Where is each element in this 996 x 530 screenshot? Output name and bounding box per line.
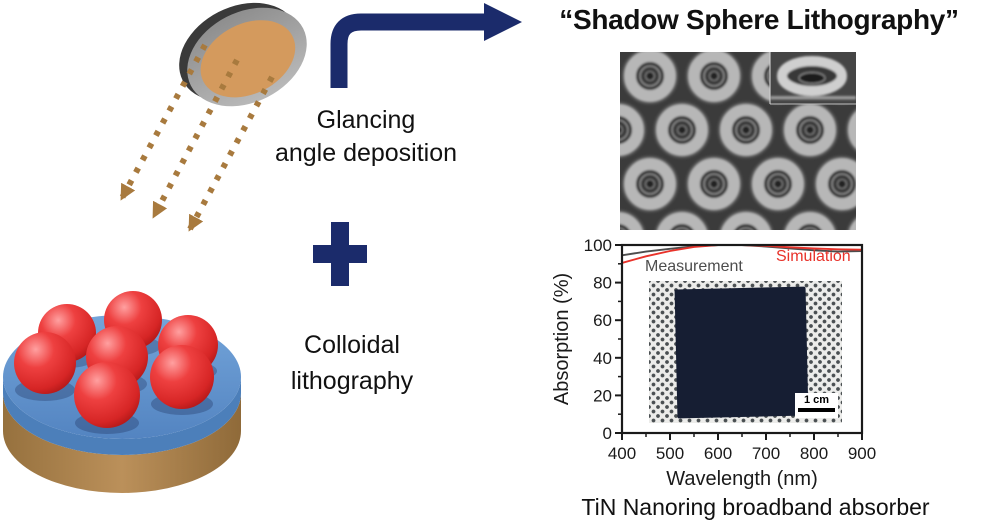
svg-text:60: 60 <box>593 311 612 330</box>
svg-text:600: 600 <box>704 444 732 463</box>
glancing-angle-deposition-illustration <box>119 2 307 232</box>
scale-bar: 1 cm <box>795 393 838 418</box>
plus-icon <box>313 222 367 286</box>
sample-photo-inset: 1 cm <box>649 281 842 423</box>
colloidal-lithography-illustration <box>3 291 241 493</box>
svg-text:Wavelength (nm): Wavelength (nm) <box>666 468 818 490</box>
svg-text:20: 20 <box>593 386 612 405</box>
deposition-source-disk <box>179 2 307 107</box>
sem-inset-tilted-ring <box>769 52 856 105</box>
absorption-chart-svg: 400 500 600 700 800 900 0 20 40 60 80 100Wavelength… <box>551 236 876 490</box>
legend-simulation: Simulation <box>776 248 851 265</box>
page-title: “Shadow Sphere Lithography” <box>559 4 959 35</box>
glancing-angle-deposition-label: Glancing angle deposition <box>240 104 492 170</box>
svg-text:800: 800 <box>800 444 828 463</box>
colloidal-label-line2: lithography <box>290 367 414 395</box>
legend-measurement: Measurement <box>645 258 743 275</box>
colloidal-label-line1: Colloidal <box>304 331 400 359</box>
tin-sample-square <box>674 286 809 419</box>
glancing-label-line1: Glancing <box>316 106 416 134</box>
sem-nanoring-image <box>620 52 856 230</box>
colloidal-lithography-label: Colloidal lithography <box>226 327 478 399</box>
scale-bar-label: 1 cm <box>803 394 830 406</box>
svg-text:900: 900 <box>848 444 876 463</box>
glancing-label-line2: angle deposition <box>274 139 458 167</box>
svg-text:Absorption (%): Absorption (%) <box>551 273 573 405</box>
svg-text:0: 0 <box>603 424 612 443</box>
svg-text:700: 700 <box>752 444 780 463</box>
svg-text:400: 400 <box>608 444 636 463</box>
svg-text:500: 500 <box>656 444 684 463</box>
figure-caption: TiN Nanoring broadband absorber <box>581 494 930 520</box>
deposition-flux-arrows-icon <box>119 43 275 232</box>
flow-arrow-icon <box>330 3 522 88</box>
svg-text:80: 80 <box>593 274 612 293</box>
svg-text:40: 40 <box>593 349 612 368</box>
colloid-spheres <box>14 291 218 434</box>
svg-text:100: 100 <box>584 236 612 255</box>
scale-bar-line <box>798 408 835 412</box>
